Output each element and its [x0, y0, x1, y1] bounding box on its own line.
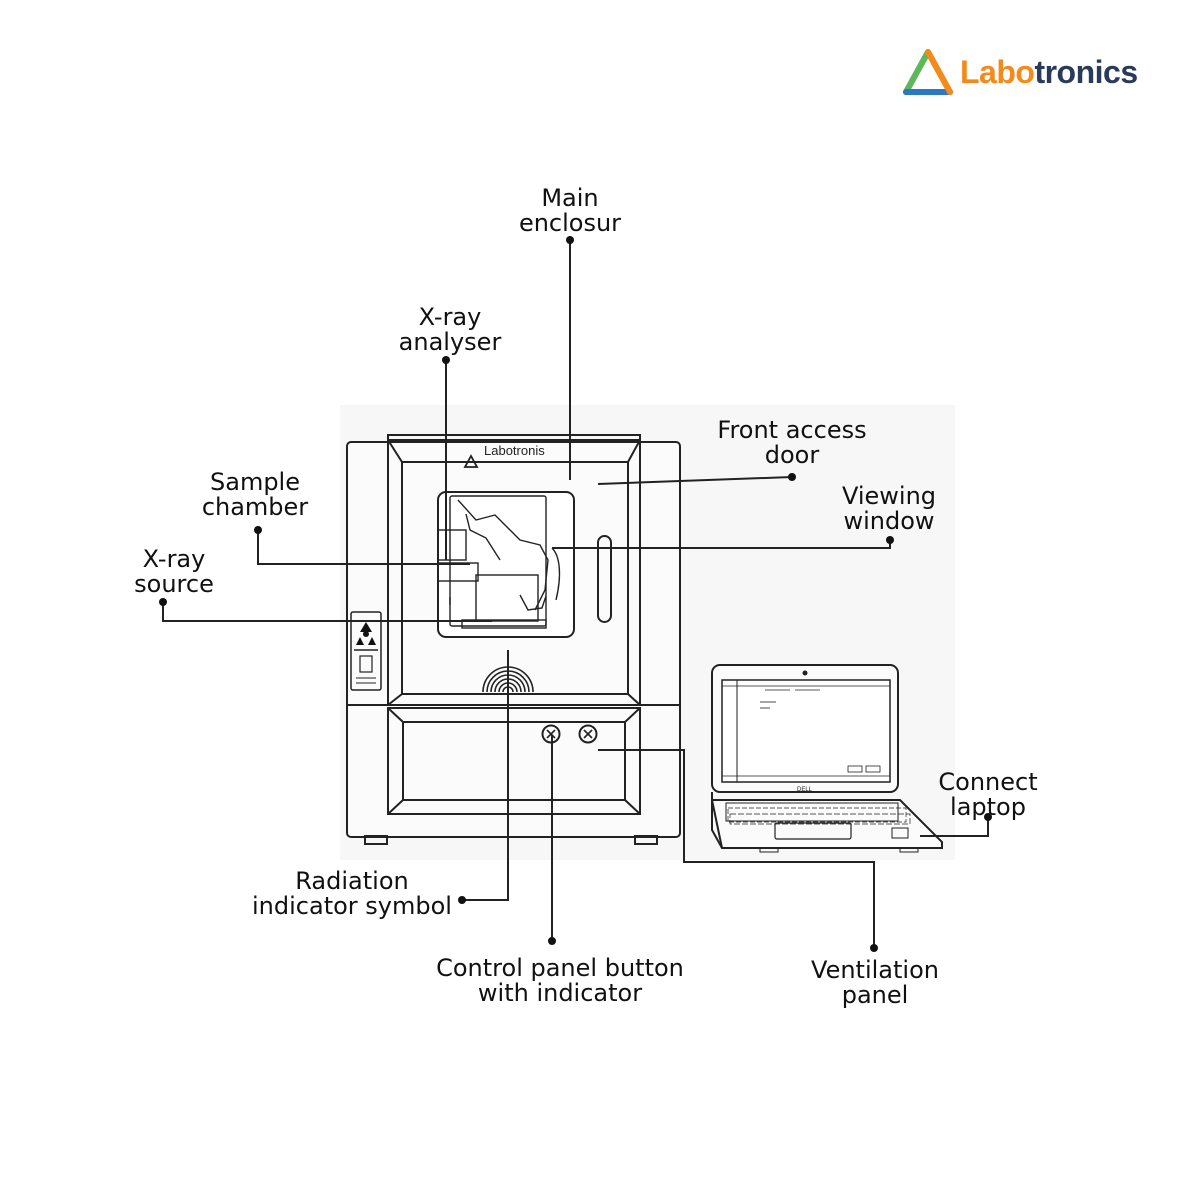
label-viewing-window: Viewing window — [841, 482, 937, 535]
leader-connect-laptop — [920, 817, 989, 837]
device-badge — [463, 454, 479, 468]
radiation-icon — [356, 622, 376, 645]
label-ventilation-panel: Ventilation panel — [811, 956, 939, 1009]
sample-chamber — [437, 499, 561, 629]
leader-sample-chamber — [257, 530, 470, 565]
laptop-badge-text: DELL — [797, 787, 813, 793]
indicator-button-icon — [578, 724, 598, 744]
leader-radiation-indicator — [462, 650, 509, 901]
label-front-access-door: Front access door — [717, 416, 867, 469]
leader-xray-source — [162, 602, 492, 622]
leader-lines — [162, 240, 989, 948]
warning-label-panel — [350, 611, 382, 691]
label-control-panel: Control panel button with indicator — [436, 954, 684, 1007]
label-main-enclosure: Main enclosur — [518, 184, 622, 237]
device-badge-text: Labotronis — [484, 443, 545, 458]
door-handle — [597, 535, 612, 623]
label-sample-chamber: Sample chamber — [201, 468, 309, 521]
logo-suffix: tronics — [1034, 54, 1138, 90]
label-connect-laptop: Connect laptop — [938, 768, 1038, 821]
logo-wordmark: Labotronics — [960, 54, 1138, 91]
logo-prefix: Labo — [960, 54, 1035, 90]
label-radiation-indicator: Radiation indicator symbol — [252, 867, 452, 920]
leader-dots — [159, 236, 992, 952]
leader-front-access-door — [597, 476, 793, 485]
labotronics-logo: Labotronics — [902, 48, 1152, 100]
logo-triangle-icon — [903, 49, 953, 95]
main-enclosure — [346, 434, 681, 845]
laptop — [711, 664, 943, 853]
leader-ventilation-panel — [598, 749, 875, 948]
label-xray-source: X-ray source — [134, 545, 214, 598]
label-xray-analyser: X-ray analyser — [398, 303, 502, 356]
